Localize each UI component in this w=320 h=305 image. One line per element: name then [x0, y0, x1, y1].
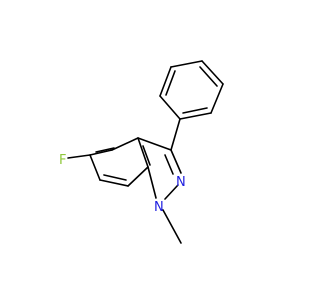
bond-c5-c4-inner — [95, 147, 115, 153]
molecule-diagram: F N N — [0, 0, 300, 300]
atom-label-nitrogen-1: N — [154, 200, 164, 215]
bond-c7a-c7 — [127, 166, 149, 187]
bond-c6-c5 — [89, 154, 101, 181]
bond-c3-n2 — [170, 149, 182, 174]
bond-c7-c6-inner — [103, 174, 127, 181]
bond-ph1-ph2 — [159, 95, 181, 120]
background — [0, 0, 300, 300]
atom-label-fluorine: F — [59, 153, 66, 168]
bond-ph3-ph4 — [170, 60, 203, 68]
bond-ph5-ph6 — [210, 83, 224, 114]
bond-ph4-ph5-inner — [199, 66, 218, 87]
bond-ph6-ph1-inner — [182, 107, 208, 114]
bond-ph6-ph1 — [179, 112, 212, 120]
bond-n1-methyl — [162, 209, 182, 244]
bonds — [67, 60, 224, 244]
bond-c5-c4 — [89, 149, 113, 156]
bond-n2-n1 — [164, 184, 179, 200]
bond-c4-c3a — [111, 137, 139, 151]
bond-c3-phenyl — [170, 118, 181, 151]
bond-n1-c7a — [147, 166, 157, 199]
bond-c7-c6 — [99, 179, 129, 187]
bond-c3a-c3 — [137, 137, 172, 151]
bond-c5-f — [67, 154, 91, 159]
bond-ph2-ph3 — [159, 66, 172, 97]
bond-c3a-c7a — [137, 137, 149, 168]
bond-ph2-ph3-inner — [165, 70, 176, 96]
bond-c3a-c7a-inner — [142, 145, 151, 166]
structure-canvas: F N N — [0, 0, 300, 300]
atom-label-nitrogen-2: N — [176, 175, 186, 190]
bond-c3-n2-inner — [164, 154, 174, 175]
bond-ph4-ph5 — [201, 60, 224, 85]
